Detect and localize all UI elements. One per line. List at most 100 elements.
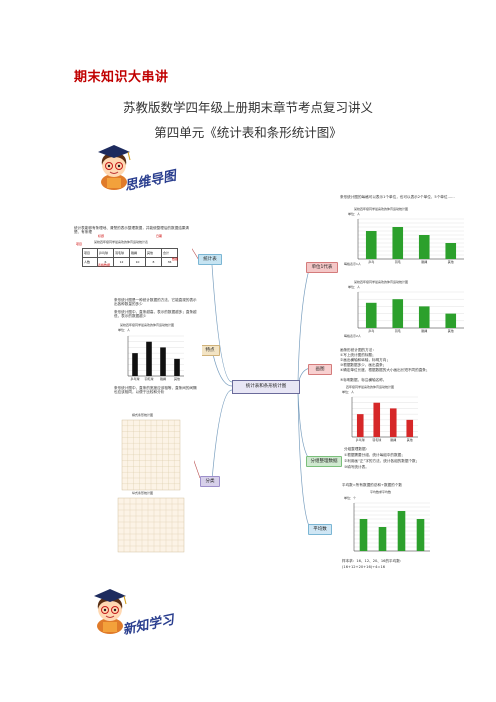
average-note-2: (16+12+20+16)÷4=16: [342, 565, 386, 569]
node-average: 平均数: [308, 524, 332, 535]
table-header: 乒乓球: [97, 248, 114, 258]
types-panel: 横式条形统计图 纵式条形统计图: [114, 413, 194, 554]
table-header: 跳绳: [129, 248, 146, 258]
node-unit: 单位1代表: [306, 262, 338, 273]
table-caption: 某校四年级同学最喜欢的体育运动统计表: [94, 240, 149, 244]
tick-label: 跳绳: [421, 328, 427, 333]
mind-map-center-node: 统计表和条形统计图: [232, 380, 300, 394]
bar: [418, 306, 430, 328]
bar: [445, 313, 457, 328]
node-features-label: 特点: [205, 348, 215, 353]
draw-title: 画条形统计图的方法：: [340, 348, 376, 352]
average-panel: 平均数=所有数据的总和÷数据的个数 平均数求平均数 单位：个 样本求：16、12…: [340, 483, 460, 575]
draw-chart-unit: 单位：人: [342, 390, 355, 394]
table-cell: 10: [129, 257, 146, 267]
average-bar-chart: [353, 502, 430, 552]
group-panel: 分组整理数据： ①根据需要分组，统计每组中的数据； ②利用画“正”字的方法，统计…: [344, 447, 464, 481]
tick-label: 其他: [448, 328, 454, 333]
unit-chart2: 乒乓 羽毛 跳绳 其他: [357, 291, 464, 333]
bar: [378, 527, 387, 551]
table-header: 项目: [82, 248, 98, 258]
draw-chart-title: 四年级同学最喜欢的体育运动统计图: [346, 385, 395, 389]
bar: [389, 408, 397, 437]
average-chart-title: 平均数求平均数: [370, 490, 392, 494]
stat-table: 项目 乒乓球 羽毛球 跳绳 其他 合计 人数 6 12 10 8 36: [82, 248, 178, 267]
unit-chart2-unit: 单位：人: [348, 285, 361, 289]
features-p2: 条形统计图中，直条越高，表示的数据越多；直条越低，表示的数据越少: [114, 310, 197, 319]
node-average-label: 平均数: [313, 527, 327, 532]
label-date: 日期: [156, 234, 163, 238]
vertical-chart-title: 纵式条形统计图: [132, 491, 154, 495]
unit-chart1-unit: 单位：人: [348, 212, 361, 216]
table-header: 羽毛球: [113, 248, 130, 258]
features-bar-chart: 乒乓球羽毛球跳绳其他: [127, 335, 184, 381]
horizontal-grid-chart: [121, 419, 181, 491]
tick-label: 羽毛: [395, 328, 401, 333]
mascot-scholar-icon-2: [94, 589, 127, 634]
group-step-3: ③填写统计表。: [344, 465, 369, 469]
draw-step-1: ①写上统计图的标题；: [340, 353, 376, 357]
node-unit-label: 单位1代表: [311, 265, 333, 270]
bar: [392, 299, 404, 328]
stat-table-panel: 统计表能够有条理地、清楚的表示整理数据，并能使整理后的数据结果清楚、有条理 标题…: [74, 226, 192, 288]
features-chart-unit: 单位：人: [118, 328, 131, 332]
bar: [416, 519, 425, 551]
draw-step-5: ⑤标明数据，标注横轴名称。: [340, 378, 387, 382]
unit-panel: 条形统计图的每格可以表示1个单位，也可以表示2个单位、5个单位…… 某校四年级同…: [340, 195, 496, 345]
average-chart-unit: 单位：个: [344, 496, 357, 500]
bar: [392, 227, 404, 259]
tick-label: 跳绳: [390, 437, 396, 442]
average-note-1: 样本求：16、12、20、16的平均数：: [342, 559, 404, 563]
unit-chart2-note: 每格表示2人: [344, 334, 361, 338]
unit-chart2-title: 某校四年级同学最喜欢的体育运动统计图: [354, 280, 409, 284]
stat-table-desc: 统计表能够有条理地、清楚的表示整理数据，并能使整理后的数据结果清楚、有条理: [74, 226, 189, 235]
node-group: 分组整理数据: [306, 456, 342, 467]
group-step-2: ②利用画“正”字的方法，统计各组的数据个数；: [344, 459, 420, 463]
bar: [160, 347, 166, 376]
bar: [132, 353, 138, 376]
tick-label: 羽毛球: [372, 437, 381, 442]
features-p1: 条形统计图是一种统计数据的方法，它能直观的表示出各种数量的多少: [114, 298, 197, 307]
node-group-label: 分组整理数据: [310, 459, 338, 464]
node-types: 分类: [200, 476, 220, 487]
tick-label: 乒乓球: [356, 437, 365, 442]
mascot-scholar-icon: [98, 145, 131, 190]
label-data: 表格数据: [98, 263, 111, 267]
tick-label: 乒乓: [368, 328, 374, 333]
node-stat-table: 统计表: [198, 254, 222, 265]
features-panel: 条形统计图是一种统计数据的方法，它能直观的表示出各种数量的多少 条形统计图中，直…: [114, 298, 202, 406]
node-draw-label: 画图: [315, 367, 325, 372]
label-unit: 项目: [76, 242, 83, 246]
draw-step-4: ④确定单位长度，根据数据的大小画出长短不同的直条；: [340, 368, 430, 372]
horizontal-chart-title: 横式条形统计图: [132, 413, 154, 417]
node-stat-table-label: 统计表: [203, 257, 217, 262]
draw-bar-chart: 乒乓球 羽毛球 跳绳 其他: [351, 396, 418, 442]
unit-desc: 条形统计图的每格可以表示1个单位，也可以表示2个单位、5个单位……: [340, 195, 455, 199]
bar: [406, 419, 414, 437]
tick-label: 乒乓: [368, 259, 374, 264]
draw-step-3: ③根据数据多少，画出直条；: [340, 363, 387, 367]
vertical-grid-chart: [117, 497, 185, 553]
center-label: 统计表和条形统计图: [245, 384, 287, 389]
unit-chart1-title: 某校四年级同学最喜欢的体育运动统计图: [354, 207, 409, 211]
group-title: 分组整理数据：: [344, 447, 370, 451]
group-step-1: ①根据需要分组，统计每组中的数据；: [344, 453, 405, 457]
tick-label: 羽毛: [395, 259, 401, 264]
tick-label: 其他: [448, 259, 454, 264]
bar: [445, 243, 457, 259]
tick-label: 跳绳: [421, 259, 427, 264]
label-source: 数据: [172, 257, 179, 261]
bar: [365, 231, 377, 259]
bar: [359, 519, 368, 551]
bar: [373, 402, 381, 437]
unit-chart1-note: 每格表示1人: [344, 262, 361, 266]
bar: [146, 341, 152, 376]
draw-panel: 画条形统计图的方法： ①写上统计图的标题； ②画出横轴和纵轴，标明方向； ③根据…: [340, 348, 450, 448]
unit-chart1: 乒乓 羽毛 跳绳 其他: [357, 218, 464, 264]
tick-label: 其他: [407, 437, 413, 442]
features-p3: 条形统计图中，直条的宽度应该相等，直条间的间隔也应该相同，以便于比较和分析: [114, 386, 197, 395]
average-formula: 平均数=所有数据的总和÷数据的个数: [342, 483, 402, 487]
table-cell: 12: [113, 257, 130, 267]
table-cell: 8: [145, 257, 162, 267]
document-subtitle: 苏教版数学四年级上册期末章节考点复习讲义: [122, 100, 373, 115]
